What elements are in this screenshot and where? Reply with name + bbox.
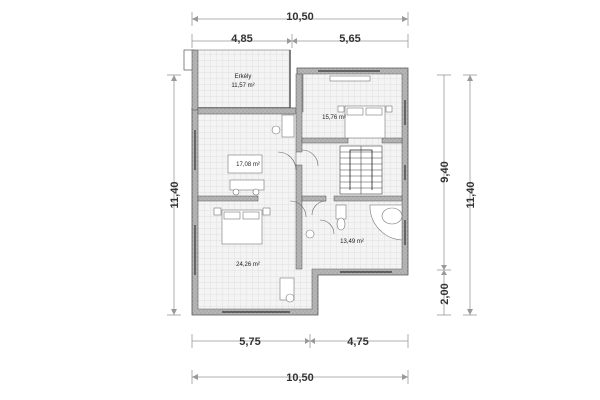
balcony bbox=[183, 49, 291, 111]
dim-left-total-label: 11,40 bbox=[169, 182, 181, 209]
dimension-right-total bbox=[463, 74, 477, 316]
dimension-bottom-split bbox=[191, 334, 409, 348]
dimension-top-total bbox=[191, 12, 409, 26]
bedroom-top-area-label: 15,76 m² bbox=[322, 115, 346, 121]
dimension-left-total bbox=[167, 74, 181, 316]
dimension-top-split bbox=[191, 34, 409, 48]
dim-top-total-label: 10,50 bbox=[286, 11, 314, 23]
bedroom-bottom-area-label: 24,26 m² bbox=[236, 262, 260, 268]
staircase bbox=[339, 145, 383, 195]
dim-bottom-left-label: 5,75 bbox=[239, 336, 260, 348]
bathroom-fixtures bbox=[335, 204, 403, 241]
dimension-right-split bbox=[437, 74, 451, 316]
bathroom-area-label: 13,49 m² bbox=[340, 239, 364, 245]
middle-room-area-label: 17,08 m² bbox=[236, 162, 260, 168]
interior-walls bbox=[194, 70, 406, 313]
balcony-name-label: Erkély bbox=[235, 74, 252, 80]
dim-right-small-label: 2,00 bbox=[439, 283, 451, 304]
desk-middle-room bbox=[227, 114, 295, 196]
dim-right-total-label: 11,40 bbox=[465, 182, 477, 209]
dim-bottom-total-label: 10,50 bbox=[286, 372, 314, 384]
door-swings bbox=[277, 149, 335, 235]
dimension-bottom-total bbox=[191, 370, 409, 384]
dim-bottom-right-label: 4,75 bbox=[347, 336, 368, 348]
dim-top-left-label: 4,85 bbox=[231, 33, 252, 45]
wardrobe-top bbox=[329, 75, 371, 82]
dim-right-inner-label: 9,40 bbox=[439, 161, 451, 182]
bed-bottom-bedroom bbox=[213, 207, 315, 303]
balcony-area-label: 11,57 m² bbox=[231, 83, 254, 89]
bed-top-bedroom bbox=[337, 105, 393, 139]
dim-top-right-label: 5,65 bbox=[339, 33, 360, 45]
